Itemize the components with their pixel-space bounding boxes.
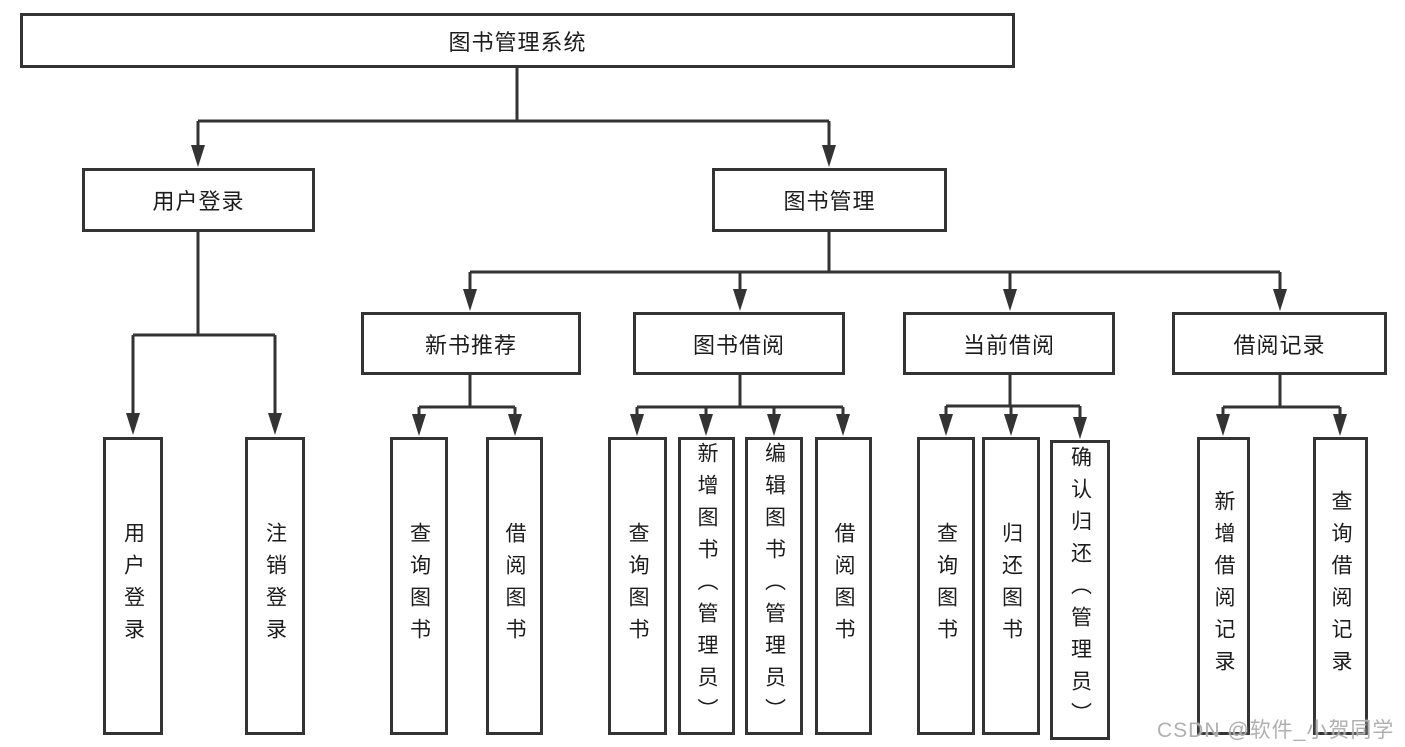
leaf-label: 借阅图书 xyxy=(503,522,526,650)
node-borrowing-records: 借阅记录 xyxy=(1172,312,1387,375)
node-label: 借阅记录 xyxy=(1233,332,1326,358)
leaf-label: 查询图书 xyxy=(934,522,958,650)
leaf-confirm-return-admin: 确认归还（管理员） xyxy=(1050,440,1110,740)
leaf-return-books: 归还图书 xyxy=(982,437,1040,735)
node-current-borrowing: 当前借阅 xyxy=(903,312,1115,375)
leaf-add-borrow-record: 新增借阅记录 xyxy=(1197,437,1250,735)
node-label: 图书管理系统 xyxy=(448,29,587,55)
leaf-label: 归还图书 xyxy=(999,522,1023,650)
leaf-query-borrow-record: 查询借阅记录 xyxy=(1313,437,1368,735)
csdn-watermark: CSDN @软件_小贺同学 xyxy=(1157,719,1395,742)
arrowheads xyxy=(126,145,1347,439)
node-label: 图书借阅 xyxy=(692,332,785,358)
leaf-label: 编辑图书（管理员） xyxy=(762,442,786,730)
node-user-login: 用户登录 xyxy=(82,168,315,232)
leaf-query-books-recommend: 查询图书 xyxy=(390,437,448,735)
node-book-borrowing: 图书借阅 xyxy=(633,312,845,375)
leaf-query-books-current: 查询图书 xyxy=(917,437,975,735)
node-new-book-recommendation: 新书推荐 xyxy=(361,312,581,375)
node-label: 图书管理 xyxy=(783,189,876,214)
leaf-borrow-books-recommend: 借阅图书 xyxy=(486,437,543,735)
leaf-user-login: 用户登录 xyxy=(103,437,163,735)
node-label: 新书推荐 xyxy=(424,332,517,358)
leaf-label: 新增图书（管理员） xyxy=(695,442,718,730)
node-label: 当前借阅 xyxy=(962,332,1055,358)
node-book-management: 图书管理 xyxy=(712,168,947,232)
leaf-logout-login: 注销登录 xyxy=(245,437,305,735)
leaf-label: 查询图书 xyxy=(626,522,649,650)
leaf-label: 查询图书 xyxy=(407,522,431,650)
leaf-label: 借阅图书 xyxy=(832,522,855,650)
leaf-add-books-admin: 新增图书（管理员） xyxy=(678,437,735,735)
leaf-label: 确认归还（管理员） xyxy=(1068,446,1092,734)
leaf-label: 用户登录 xyxy=(121,522,145,650)
node-label: 用户登录 xyxy=(152,189,245,214)
leaf-label: 新增借阅记录 xyxy=(1212,490,1235,682)
leaf-label: 注销登录 xyxy=(263,522,287,650)
leaf-query-books-borrow: 查询图书 xyxy=(608,437,667,735)
node-library-management-system: 图书管理系统 xyxy=(20,13,1015,68)
leaf-edit-books-admin: 编辑图书（管理员） xyxy=(745,437,803,735)
leaf-label: 查询借阅记录 xyxy=(1329,490,1352,682)
leaf-borrow-books-borrow: 借阅图书 xyxy=(815,437,872,735)
